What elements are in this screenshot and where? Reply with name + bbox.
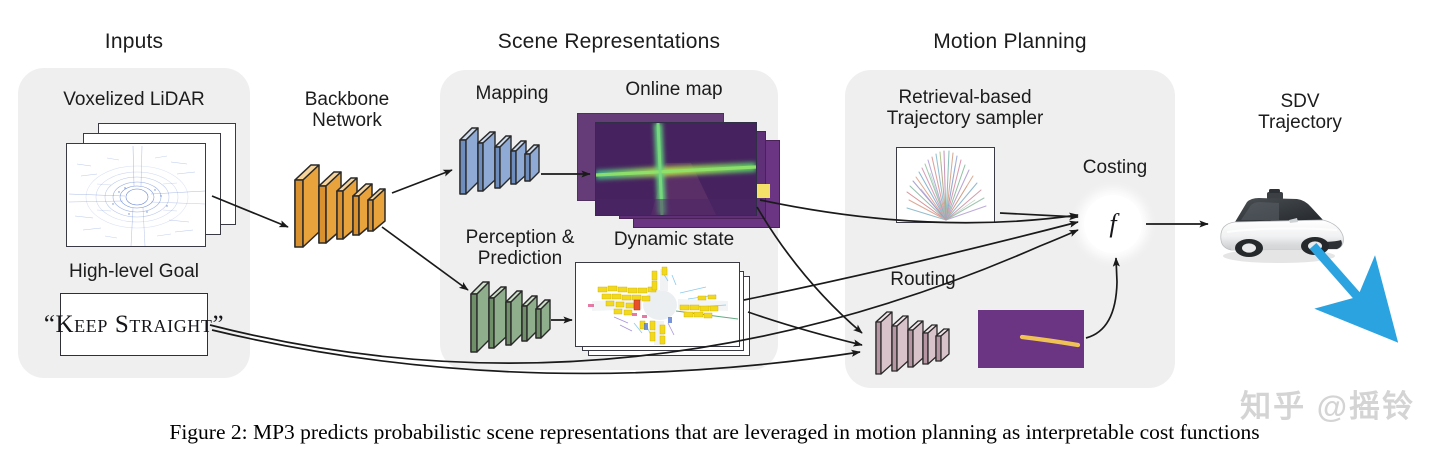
perception-label-line2: Prediction — [477, 247, 563, 269]
high-level-goal-value: “Keep Straight” — [43, 310, 225, 338]
sampler-label-line1: Retrieval-based — [898, 87, 1032, 108]
perception-network-icon — [463, 268, 568, 358]
routing-network-icon — [868, 300, 968, 380]
mapping-label: Mapping — [475, 83, 549, 104]
section-title-inputs: Inputs — [104, 30, 164, 53]
sdv-label-line2: Trajectory — [1258, 111, 1342, 133]
section-title-scene-representations: Scene Representations — [497, 30, 721, 53]
sampler-label-line2: Trajectory sampler — [886, 107, 1044, 129]
backbone-label-line2: Network — [312, 109, 382, 131]
zhihu-watermark: 知乎 @摇铃 — [1240, 389, 1415, 424]
trajectory-sampler-thumbnail — [896, 147, 995, 223]
backbone-network-label: Backbone Network — [272, 89, 422, 131]
backbone-network-icon — [285, 150, 395, 255]
lidar-pointcloud-icon — [68, 145, 205, 246]
dynamic-state-label: Dynamic state — [613, 229, 735, 250]
online-map-label: Online map — [625, 79, 723, 100]
dynamic-state-thumbnail — [575, 262, 740, 347]
high-level-goal-label: High-level Goal — [69, 261, 199, 282]
online-map-thumbnail — [595, 122, 757, 216]
costing-symbol: f — [1109, 209, 1117, 238]
voxelized-lidar-thumbnail — [66, 143, 206, 247]
routing-map-thumbnail — [978, 310, 1084, 368]
costing-node[interactable]: f — [1084, 195, 1142, 253]
high-level-goal-box[interactable]: “Keep Straight” — [44, 293, 224, 356]
figure-caption: Figure 2: MP3 predicts probabilistic sce… — [169, 420, 1260, 444]
mapping-network-icon — [452, 112, 557, 202]
section-title-motion-planning: Motion Planning — [933, 30, 1087, 53]
sdv-car-icon — [1205, 180, 1355, 270]
perception-label-line1: Perception & — [465, 227, 575, 248]
costing-label: Costing — [1082, 157, 1148, 178]
backbone-label-line1: Backbone — [304, 89, 390, 110]
sdv-trajectory-label: SDV Trajectory — [1195, 91, 1405, 133]
routing-label: Routing — [890, 269, 956, 290]
sdv-label-line1: SDV — [1280, 91, 1320, 112]
trajectory-sampler-label: Retrieval-based Trajectory sampler — [845, 87, 1085, 129]
voxelized-lidar-label: Voxelized LiDAR — [63, 89, 205, 110]
